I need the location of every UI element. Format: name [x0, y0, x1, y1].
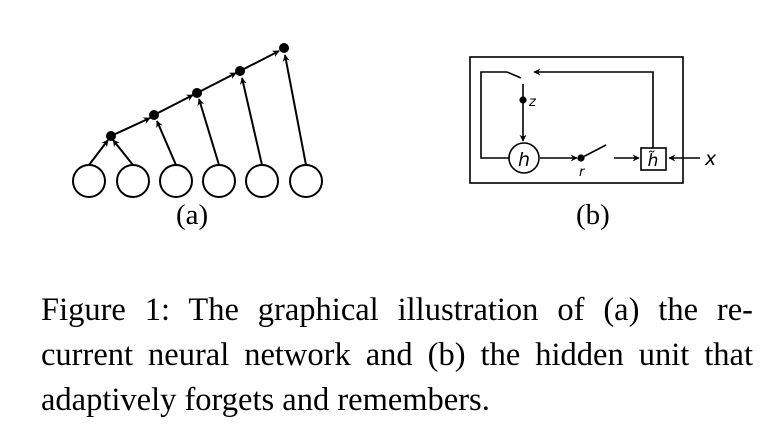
input-node [72, 164, 106, 198]
chain-arrow [153, 94, 194, 116]
figure-illustration: z r h h̃ x [72, 43, 717, 198]
input-node [159, 164, 193, 198]
edge-arrow [88, 139, 109, 166]
figure-caption: Figure 1: The graphical illustration of … [41, 288, 753, 423]
feedback-path [480, 71, 510, 159]
edge-arrow [197, 98, 220, 166]
hidden-node [149, 110, 159, 120]
candidate-feedback-arrow [533, 68, 654, 148]
candidate-state-label: h̃ [648, 150, 659, 171]
update-gate-dot [519, 96, 527, 104]
candidate-state-box [640, 147, 667, 171]
update-gate-label: z [528, 95, 537, 110]
panel-a-diagram [72, 50, 323, 198]
input-node [245, 164, 279, 198]
input-node [202, 164, 236, 198]
reset-gate-switch [580, 144, 607, 159]
chain-arrow [239, 50, 280, 72]
reset-gate-label: r [579, 165, 586, 180]
panel-b-diagram [469, 56, 700, 184]
hidden-state-node [508, 142, 540, 174]
edge-arrow [112, 139, 134, 166]
hidden-state-label: h [518, 149, 530, 171]
edge-arrow [240, 77, 263, 166]
chain-arrow [196, 72, 237, 94]
input-node [116, 164, 150, 198]
update-gate-switch [506, 71, 522, 79]
hidden-node [192, 88, 202, 98]
caption-line: Figure 1: The graphical illustration of … [41, 292, 753, 328]
edge-arrow [282, 54, 307, 166]
edge-arrow [156, 120, 177, 166]
reset-gate-dot [577, 154, 585, 162]
caption-line: adaptively forgets and remembers. [41, 382, 490, 418]
panel-b-label: (b) [576, 199, 610, 231]
caption-line: current neural network and (b) the hidde… [41, 337, 753, 373]
hidden-node [106, 131, 116, 141]
unit-frame [469, 56, 684, 184]
panel-a-label: (a) [176, 199, 209, 231]
input-label: x [704, 148, 717, 170]
input-node [289, 164, 323, 198]
hidden-node [235, 66, 245, 76]
hidden-node [279, 43, 289, 53]
chain-arrow [110, 117, 151, 137]
